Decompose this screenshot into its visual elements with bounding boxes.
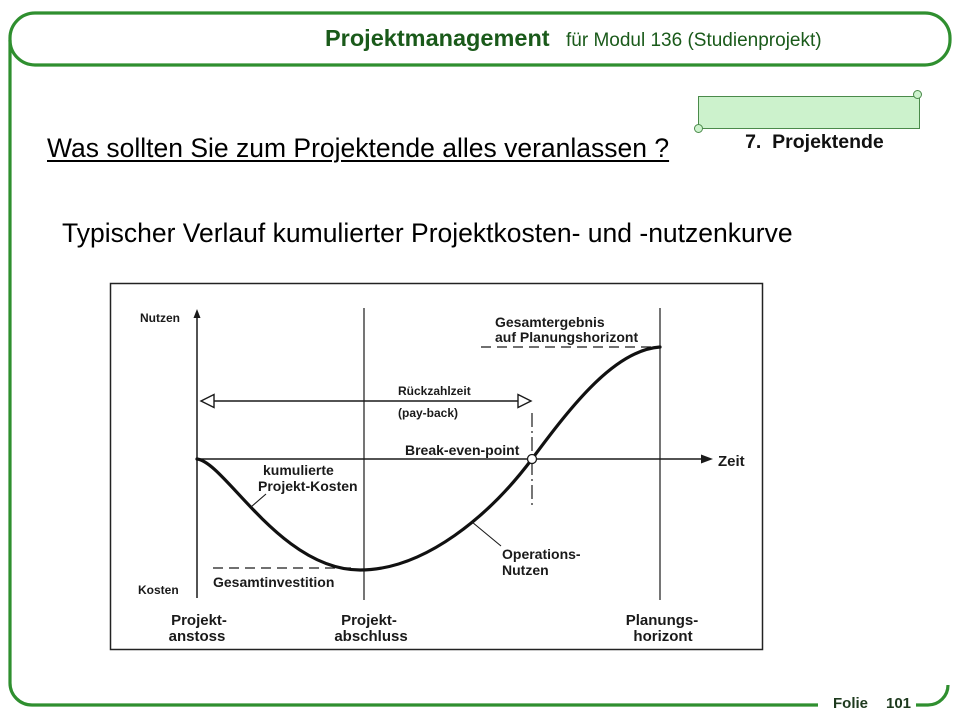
time-axis-label: Zeit (718, 453, 745, 470)
footer-slide-number: 101 (886, 695, 912, 712)
badge-scroll-curl-top-icon (913, 90, 922, 99)
milestone-end-line2: abschluss (334, 628, 407, 645)
benefit-curve-label-line1: Operations- (502, 546, 581, 562)
cost-curve-label-line1: kumulierte (263, 462, 334, 478)
milestone-start-line2: anstoss (169, 628, 226, 645)
payback-label-english: (pay-back) (398, 406, 458, 420)
benefit-curve-label-line2: Nutzen (502, 562, 549, 578)
total-investment-label: Gesamtinvestition (213, 574, 334, 590)
header-subtitle: für Modul 136 (Studienprojekt) (566, 30, 822, 51)
break-even-label: Break-even-point (405, 442, 520, 458)
diagram-caption: Typischer Verlauf kumulierter Projektkos… (62, 218, 793, 248)
frame-bottom-right-border (916, 684, 950, 707)
y-axis-cost-label: Kosten (138, 583, 179, 597)
section-badge: 7. Projektende (698, 96, 920, 153)
cost-benefit-diagram: Nutzen Kosten Gesamtergebnis auf Planung… (109, 282, 764, 651)
milestone-horizon-line2: horizont (633, 628, 692, 645)
benefit-curve-leader-line (471, 521, 502, 547)
section-badge-label: 7. Projektende (745, 131, 884, 153)
total-result-label-line1: Gesamtergebnis (495, 314, 605, 330)
cost-curve-label-line2: Projekt-Kosten (258, 478, 358, 494)
cost-curve-leader-line (250, 493, 267, 508)
payback-label: Rückzahlzeit (398, 384, 471, 398)
payback-arrowhead-right (517, 393, 533, 409)
y-axis-arrowhead (193, 309, 201, 318)
page-heading: Was sollten Sie zum Projektende alles ve… (47, 133, 670, 163)
milestone-end-line1: Projekt- (341, 612, 397, 629)
y-axis-benefit-label: Nutzen (140, 311, 180, 325)
header-bar (8, 11, 952, 67)
header-title: Projektmanagement (325, 25, 550, 51)
milestone-horizon-line1: Planungs- (626, 612, 699, 629)
total-result-label-line2: auf Planungshorizont (495, 329, 638, 345)
badge-scroll-curl-bottom-icon (694, 124, 703, 133)
break-even-point-marker (526, 453, 538, 465)
frame-left-bottom-border (8, 40, 818, 707)
cumulative-cost-benefit-curve (195, 345, 662, 572)
time-axis-arrowhead (701, 454, 713, 464)
diagram-border (109, 282, 764, 651)
payback-arrowhead-left (199, 393, 215, 409)
footer-slide-label: Folie (833, 695, 869, 712)
milestone-start-line1: Projekt- (171, 612, 227, 629)
